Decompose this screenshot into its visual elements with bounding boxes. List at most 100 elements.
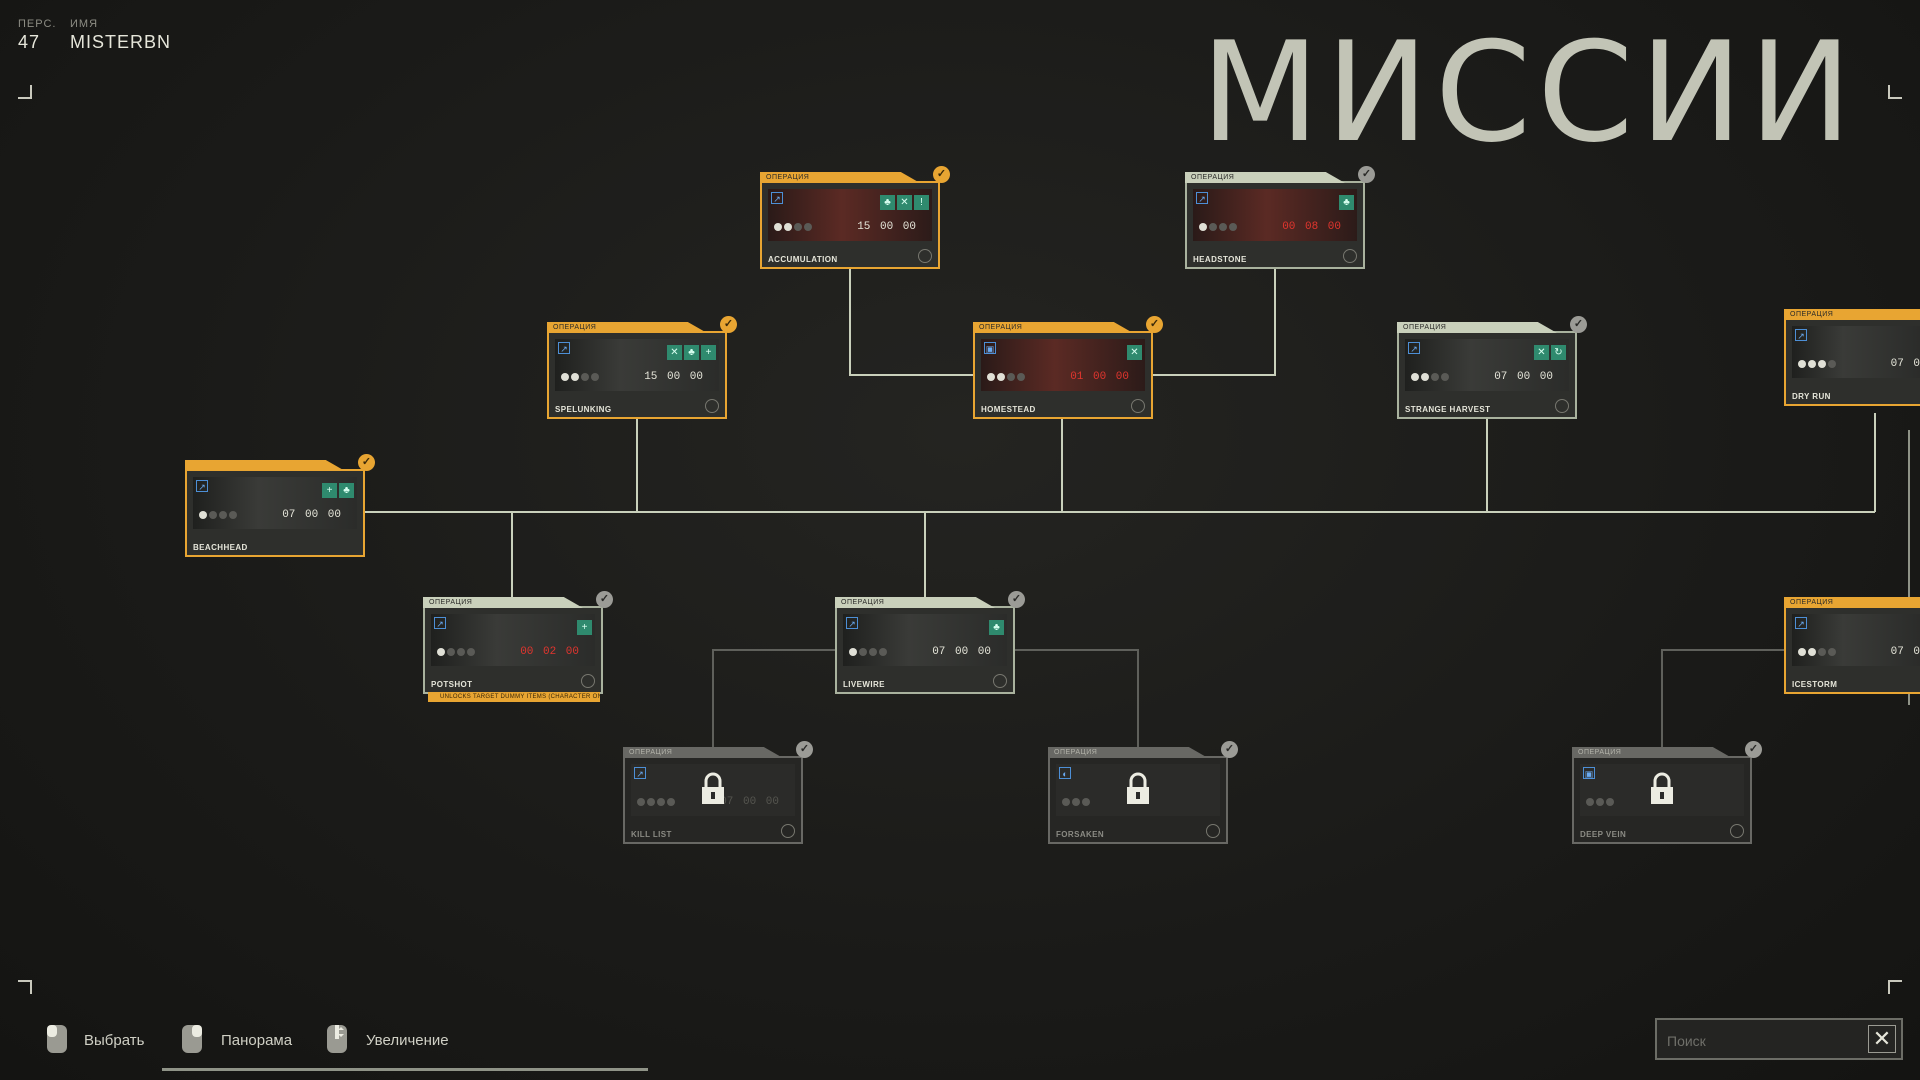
mission-card-strange-harvest[interactable]: ОПЕРАЦИЯ ✓ ↗ ✕↻ 07 00 00 STRANGE HARVEST [1397, 316, 1587, 419]
card-tab: ОПЕРАЦИЯ [835, 597, 995, 608]
mission-thumbnail: ↗ +♣ 07 00 00 [193, 477, 357, 529]
modifier-icon: ♣ [339, 483, 354, 498]
difficulty-skulls [437, 643, 477, 661]
modifier-icon: ♣ [684, 345, 699, 360]
mission-name: HEADSTONE [1193, 255, 1247, 264]
medal-icon [918, 249, 932, 263]
incomplete-check-icon: ✓ [1570, 316, 1587, 333]
difficulty-skulls [849, 643, 889, 661]
player-name: MISTERBN [70, 32, 172, 52]
control-hint-label: Увеличение [366, 1032, 449, 1049]
difficulty-skulls [1586, 793, 1616, 811]
card-tab: ОПЕРАЦИЯ [1048, 747, 1208, 758]
incomplete-check-icon: ✓ [596, 591, 613, 608]
difficulty-skulls [1798, 643, 1838, 661]
completed-check-icon: ✓ [933, 166, 950, 183]
mission-timer: 00 02 00 [520, 646, 579, 658]
corner-bracket-bottom-right [1888, 980, 1902, 994]
mission-search: ✕ [1655, 1018, 1903, 1060]
mission-card-homestead[interactable]: ОПЕРАЦИЯ ✓ ▣ ✕ 01 00 00 HOMESTEAD [973, 316, 1163, 419]
mission-timer: 07 0 [1890, 358, 1920, 370]
medal-icon [1206, 824, 1220, 838]
connector-headstone [1152, 268, 1276, 376]
modifier-icons: ♣✕! [878, 192, 929, 210]
mission-timer: 01 00 00 [1070, 371, 1129, 383]
mission-thumbnail: ↗ ♣ 07 00 00 [843, 614, 1007, 666]
mission-timer: 00 08 00 [1282, 221, 1341, 233]
mission-card-livewire[interactable]: ОПЕРАЦИЯ ✓ ↗ ♣ 07 00 00 LIVEWIRE [835, 591, 1025, 694]
modifier-icon: ✕ [667, 345, 682, 360]
completed-check-icon: ✓ [720, 316, 737, 333]
mission-thumbnail: ◐ [1056, 764, 1220, 816]
medal-icon [1730, 824, 1744, 838]
modifier-icon: ! [914, 195, 929, 210]
mission-card-dry-run[interactable]: ОПЕРАЦИЯ ↗ 07 0 DRY RUN [1784, 309, 1920, 406]
operation-type-icon: ↗ [846, 617, 858, 629]
card-tab: ОПЕРАЦИЯ [760, 172, 920, 183]
mission-card-accumulation[interactable]: ОПЕРАЦИЯ ✓ ↗ ♣✕! 15 00 00 ACCUMULATION [760, 166, 950, 269]
mission-card-spelunking[interactable]: ОПЕРАЦИЯ ✓ ↗ ✕♣+ 15 00 00 SPELUNKING [547, 316, 737, 419]
mission-thumbnail: ↗ 07 0 [1792, 614, 1920, 666]
card-tab: ОПЕРАЦИЯ [547, 322, 707, 333]
card-tab: ОПЕРАЦИЯ [623, 747, 783, 758]
difficulty-skulls [199, 506, 239, 524]
mission-name: ACCUMULATION [768, 255, 838, 264]
mission-name: DRY RUN [1792, 392, 1831, 401]
connector-kill-list [712, 649, 835, 755]
mission-thumbnail: ↗ 07 0 [1792, 326, 1920, 378]
mission-name: SPELUNKING [555, 405, 612, 414]
search-input[interactable] [1665, 1028, 1859, 1054]
lock-icon [702, 772, 724, 804]
player-level: 47 [18, 32, 41, 52]
card-tab: ОПЕРАЦИЯ [1784, 309, 1920, 320]
mission-card-beachhead[interactable]: ✓ ↗ +♣ 07 00 00 BEACHHEAD [185, 454, 375, 557]
corner-bracket-top-left [18, 85, 32, 99]
operation-type-icon: ↗ [1795, 329, 1807, 341]
lock-icon [1127, 772, 1149, 804]
mission-name: STRANGE HARVEST [1405, 405, 1491, 414]
mission-card-headstone[interactable]: ОПЕРАЦИЯ ✓ ↗ ♣ 00 08 00 HEADSTONE [1185, 166, 1375, 269]
modifier-icon: + [322, 483, 337, 498]
mission-thumbnail: ▣ [1580, 764, 1744, 816]
difficulty-skulls [1062, 793, 1092, 811]
mission-thumbnail: ▣ ✕ 01 00 00 [981, 339, 1145, 391]
difficulty-skulls [561, 368, 601, 386]
connector-deep-vein [1661, 649, 1785, 755]
medal-icon [993, 674, 1007, 688]
mouse-right-click-icon [182, 1025, 202, 1053]
completed-check-icon: ✓ [1146, 316, 1163, 333]
mission-name: DEEP VEIN [1580, 830, 1627, 839]
operation-type-icon: ↗ [1795, 617, 1807, 629]
modifier-icon: + [701, 345, 716, 360]
mission-card-deep-vein[interactable]: ОПЕРАЦИЯ ✓ ▣ DEEP VEIN [1572, 741, 1762, 844]
close-icon[interactable]: ✕ [1868, 1025, 1896, 1053]
mission-timer: 07 00 00 [1494, 371, 1553, 383]
modifier-icon: ♣ [880, 195, 895, 210]
connector-accumulation [849, 268, 973, 376]
incomplete-check-icon: ✓ [1008, 591, 1025, 608]
operation-type-icon: ↗ [196, 480, 208, 492]
difficulty-skulls [637, 793, 677, 811]
incomplete-check-icon: ✓ [1221, 741, 1238, 758]
modifier-icons: ♣ [987, 617, 1004, 635]
mission-card-forsaken[interactable]: ОПЕРАЦИЯ ✓ ◐ FORSAKEN [1048, 741, 1238, 844]
card-tab-empty [185, 460, 345, 471]
modifier-icons: ✕ [1125, 342, 1142, 360]
mission-name: ICESTORM [1792, 680, 1838, 689]
control-hint-label: Панорама [221, 1032, 293, 1049]
operation-type-icon: ↗ [558, 342, 570, 354]
mission-name: BEACHHEAD [193, 543, 248, 552]
potshot-unlock-reward: UNLOCKS TARGET DUMMY ITEMS (CHARACTER ON… [428, 692, 600, 702]
mission-name: KILL LIST [631, 830, 672, 839]
card-tab: ОПЕРАЦИЯ [973, 322, 1133, 333]
mission-name: FORSAKEN [1056, 830, 1105, 839]
modifier-icons: ✕↻ [1532, 342, 1566, 360]
mission-card-kill-list[interactable]: ОПЕРАЦИЯ ✓ ↗ 07 00 00 KILL LIST [623, 741, 813, 844]
mission-thumbnail: ↗ + 00 02 00 [431, 614, 595, 666]
card-tab: ОПЕРАЦИЯ [1185, 172, 1345, 183]
mission-card-icestorm[interactable]: ОПЕРАЦИЯ ↗ 07 0 ICESTORM [1784, 597, 1920, 694]
mission-card-potshot[interactable]: ОПЕРАЦИЯ ✓ ↗ + 00 02 00 POTSHOT [423, 591, 613, 694]
operation-type-icon: ▣ [984, 342, 996, 354]
modifier-icon: ↻ [1551, 345, 1566, 360]
